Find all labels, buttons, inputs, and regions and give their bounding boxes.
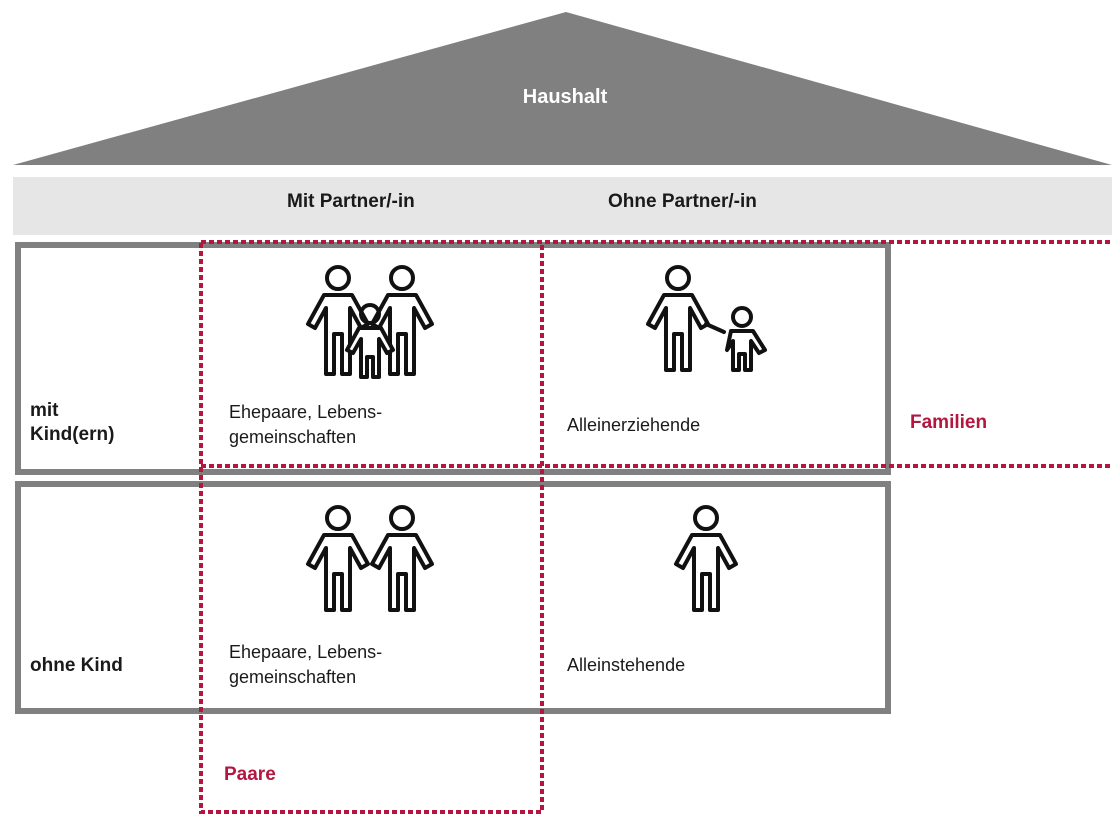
cell-couples-with-children: Ehepaare, Lebens- gemeinschaften bbox=[229, 402, 383, 447]
house-roof bbox=[13, 12, 1112, 165]
couples-group-outline bbox=[199, 240, 544, 814]
cell-singles: Alleinstehende bbox=[567, 655, 686, 675]
diagram-title: Haushalt bbox=[522, 86, 608, 108]
two-adults-icon bbox=[306, 505, 434, 612]
row-label-with-children: mit Kind(ern) bbox=[30, 400, 115, 445]
cell-couples-without-children: Ehepaare, Lebens- gemeinschaften bbox=[229, 642, 383, 687]
two-adults-with-child-icon bbox=[306, 265, 434, 379]
row-label-without-children: ohne Kind bbox=[30, 655, 123, 676]
cell-single-parents: Alleinerziehende bbox=[567, 415, 701, 435]
single-adult-icon bbox=[674, 505, 738, 612]
couples-group-label: Paare bbox=[224, 764, 276, 785]
adult-with-child-icon bbox=[646, 265, 767, 372]
column-header-with-partner: Mit Partner/-in bbox=[287, 191, 415, 212]
row-box-without-children bbox=[15, 481, 891, 714]
column-header-without-partner: Ohne Partner/-in bbox=[608, 191, 757, 212]
column-header-band bbox=[13, 177, 1112, 235]
families-group-label: Familien bbox=[910, 412, 988, 433]
